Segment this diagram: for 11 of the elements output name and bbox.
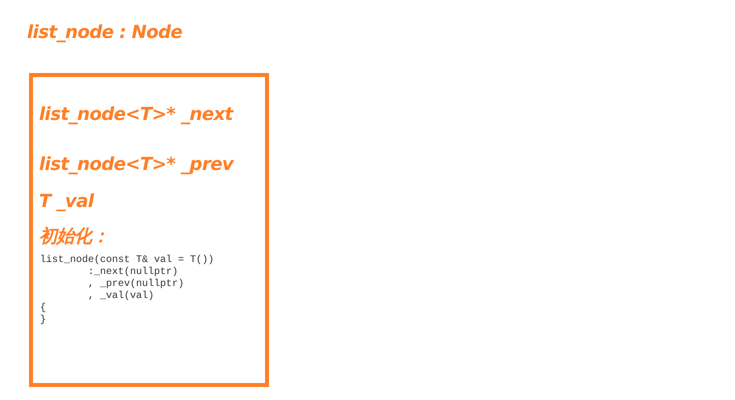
member-declaration: list_node<T>* _next xyxy=(39,106,233,124)
code-line: list_node(const T& val = T()) xyxy=(40,256,214,266)
code-line: , _val(val) xyxy=(88,292,154,302)
class-title: list_node : Node xyxy=(27,24,182,42)
code-line: :_next(nullptr) xyxy=(88,268,178,278)
member-declaration: T _val xyxy=(39,193,94,211)
member-declaration: list_node<T>* _prev xyxy=(39,156,234,174)
code-line: , _prev(nullptr) xyxy=(88,280,184,290)
code-line: } xyxy=(40,316,46,326)
section-heading: 初始化： xyxy=(39,228,109,246)
code-line: { xyxy=(40,304,46,314)
